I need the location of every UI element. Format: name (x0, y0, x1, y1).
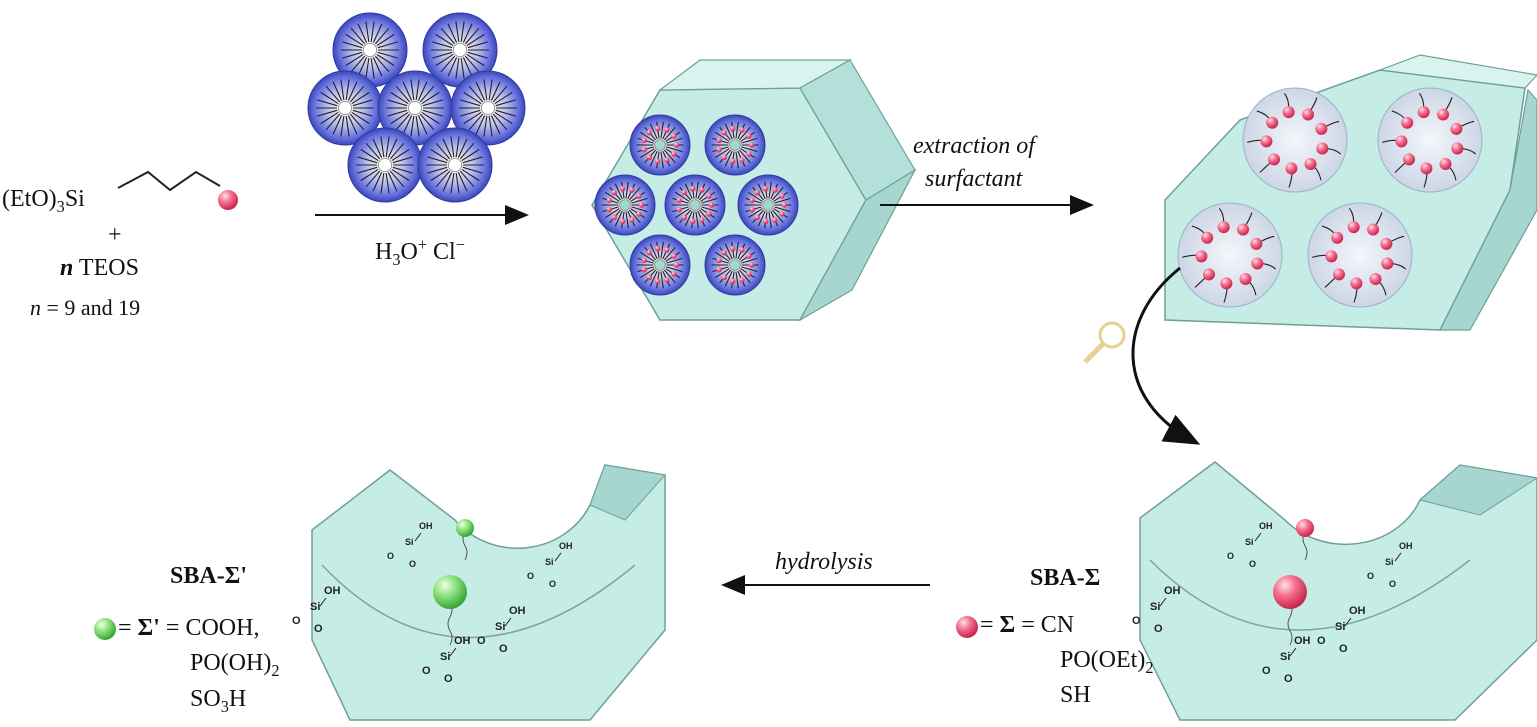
svg-text:O: O (1227, 551, 1234, 561)
svg-text:O: O (1154, 623, 1163, 635)
svg-text:O: O (387, 551, 394, 561)
acid-condition: H3O+ Cl− (375, 235, 465, 269)
sigma-group-2: PO(OEt)2 (1060, 647, 1154, 677)
svg-text:O: O (499, 643, 508, 655)
svg-text:OH: OH (324, 585, 341, 597)
svg-text:O: O (1339, 643, 1348, 655)
svg-text:OH: OH (454, 635, 471, 647)
svg-text:Si: Si (1280, 651, 1290, 663)
silanol-group: Si OH O O (1132, 585, 1181, 635)
extraction-line1: extraction of (913, 133, 1035, 159)
tethered-sphere-large (433, 575, 467, 609)
svg-text:Si: Si (405, 537, 414, 547)
svg-text:Si: Si (310, 601, 320, 613)
svg-text:OH: OH (419, 521, 433, 531)
svg-text:Si: Si (1385, 557, 1394, 567)
micelle-cluster (307, 12, 526, 203)
silanol-group: Si OH O O (422, 635, 471, 685)
micelle (704, 234, 766, 296)
svg-text:O: O (422, 665, 431, 677)
tethered-sphere-small (1296, 519, 1314, 537)
magnifier-icon (1083, 321, 1126, 364)
hexagonal-rod-with-micelles (591, 59, 917, 322)
svg-text:OH: OH (509, 605, 526, 617)
svg-text:O: O (1367, 571, 1374, 581)
svg-text:OH: OH (1399, 541, 1413, 551)
silanol-group: Si OH O O (527, 541, 573, 589)
svg-text:OH: OH (1164, 585, 1181, 597)
curved-arrow (1131, 266, 1201, 445)
legend-green-sphere (94, 618, 116, 640)
svg-text:O: O (1262, 665, 1271, 677)
silanol-group: Si OH O O (1227, 521, 1273, 569)
sigma-prime-group-2: PO(OH)2 (190, 650, 280, 680)
silanol-group: Si OH O O (1367, 541, 1413, 589)
svg-text:O: O (314, 623, 323, 635)
svg-text:Si: Si (440, 651, 450, 663)
svg-text:OH: OH (559, 541, 573, 551)
svg-text:Si: Si (1245, 537, 1254, 547)
micelle (704, 114, 766, 176)
silanol-group: Si OH O O (387, 521, 433, 569)
micelle (664, 174, 726, 236)
svg-text:Si: Si (1150, 601, 1160, 613)
sigma-prime-definition: = Σ' = COOH, (118, 615, 260, 641)
honeycomb-pore (1307, 202, 1413, 308)
hydrolysis-label: hydrolysis (775, 549, 873, 575)
tethered-sphere-small (456, 519, 474, 537)
plus-sign: + (108, 222, 122, 248)
micelle (450, 70, 526, 146)
extraction-line2: surfactant (925, 166, 1023, 192)
svg-text:O: O (409, 559, 416, 569)
svg-text:O: O (1284, 673, 1293, 685)
silanol-group: Si OH O O (477, 605, 526, 655)
svg-text:O: O (1317, 635, 1326, 647)
honeycomb-pore (1177, 202, 1283, 308)
svg-text:O: O (1389, 579, 1396, 589)
svg-text:O: O (444, 673, 453, 685)
tethered-sphere-large (1273, 575, 1307, 609)
svg-text:OH: OH (1259, 521, 1273, 531)
svg-text:Si: Si (545, 557, 554, 567)
micelle (629, 114, 691, 176)
micelle (422, 12, 498, 88)
silanol-group: Si OH O O (292, 585, 341, 635)
svg-text:O: O (1249, 559, 1256, 569)
svg-text:O: O (477, 635, 486, 647)
honeycomb-pore (1242, 87, 1348, 193)
svg-text:O: O (549, 579, 556, 589)
micelle (417, 127, 493, 203)
silane-formula: (EtO)3Si (2, 186, 85, 216)
sba-sigma-title: SBA-Σ (1030, 565, 1101, 591)
sigma-prime-group-3: SO3H (190, 686, 247, 716)
teos-label: n TEOS (60, 255, 139, 281)
micelle (737, 174, 799, 236)
sba-sigma-prime-title: SBA-Σ' (170, 563, 248, 589)
sigma-group-3: SH (1060, 682, 1091, 708)
micelle (307, 70, 383, 146)
sigma-definition: = Σ = CN (980, 612, 1075, 638)
legend-pink-sphere (956, 616, 978, 638)
honeycomb-pore (1377, 87, 1483, 193)
micelle (594, 174, 656, 236)
silanol-group: Si OH O O (1262, 635, 1311, 685)
svg-text:Si: Si (495, 621, 505, 633)
functionalized-honeycomb (1164, 54, 1537, 331)
svg-text:O: O (1132, 615, 1141, 627)
pink-functional-group (218, 190, 238, 210)
n-values: n = 9 and 19 (30, 295, 141, 320)
silanol-group: Si OH O O (1317, 605, 1366, 655)
svg-text:O: O (292, 615, 301, 627)
micelle (332, 12, 408, 88)
svg-text:OH: OH (1294, 635, 1311, 647)
svg-text:Si: Si (1335, 621, 1345, 633)
svg-text:O: O (527, 571, 534, 581)
micelle (347, 127, 423, 203)
silane-chain (117, 170, 221, 192)
svg-text:OH: OH (1349, 605, 1366, 617)
micelle (629, 234, 691, 296)
